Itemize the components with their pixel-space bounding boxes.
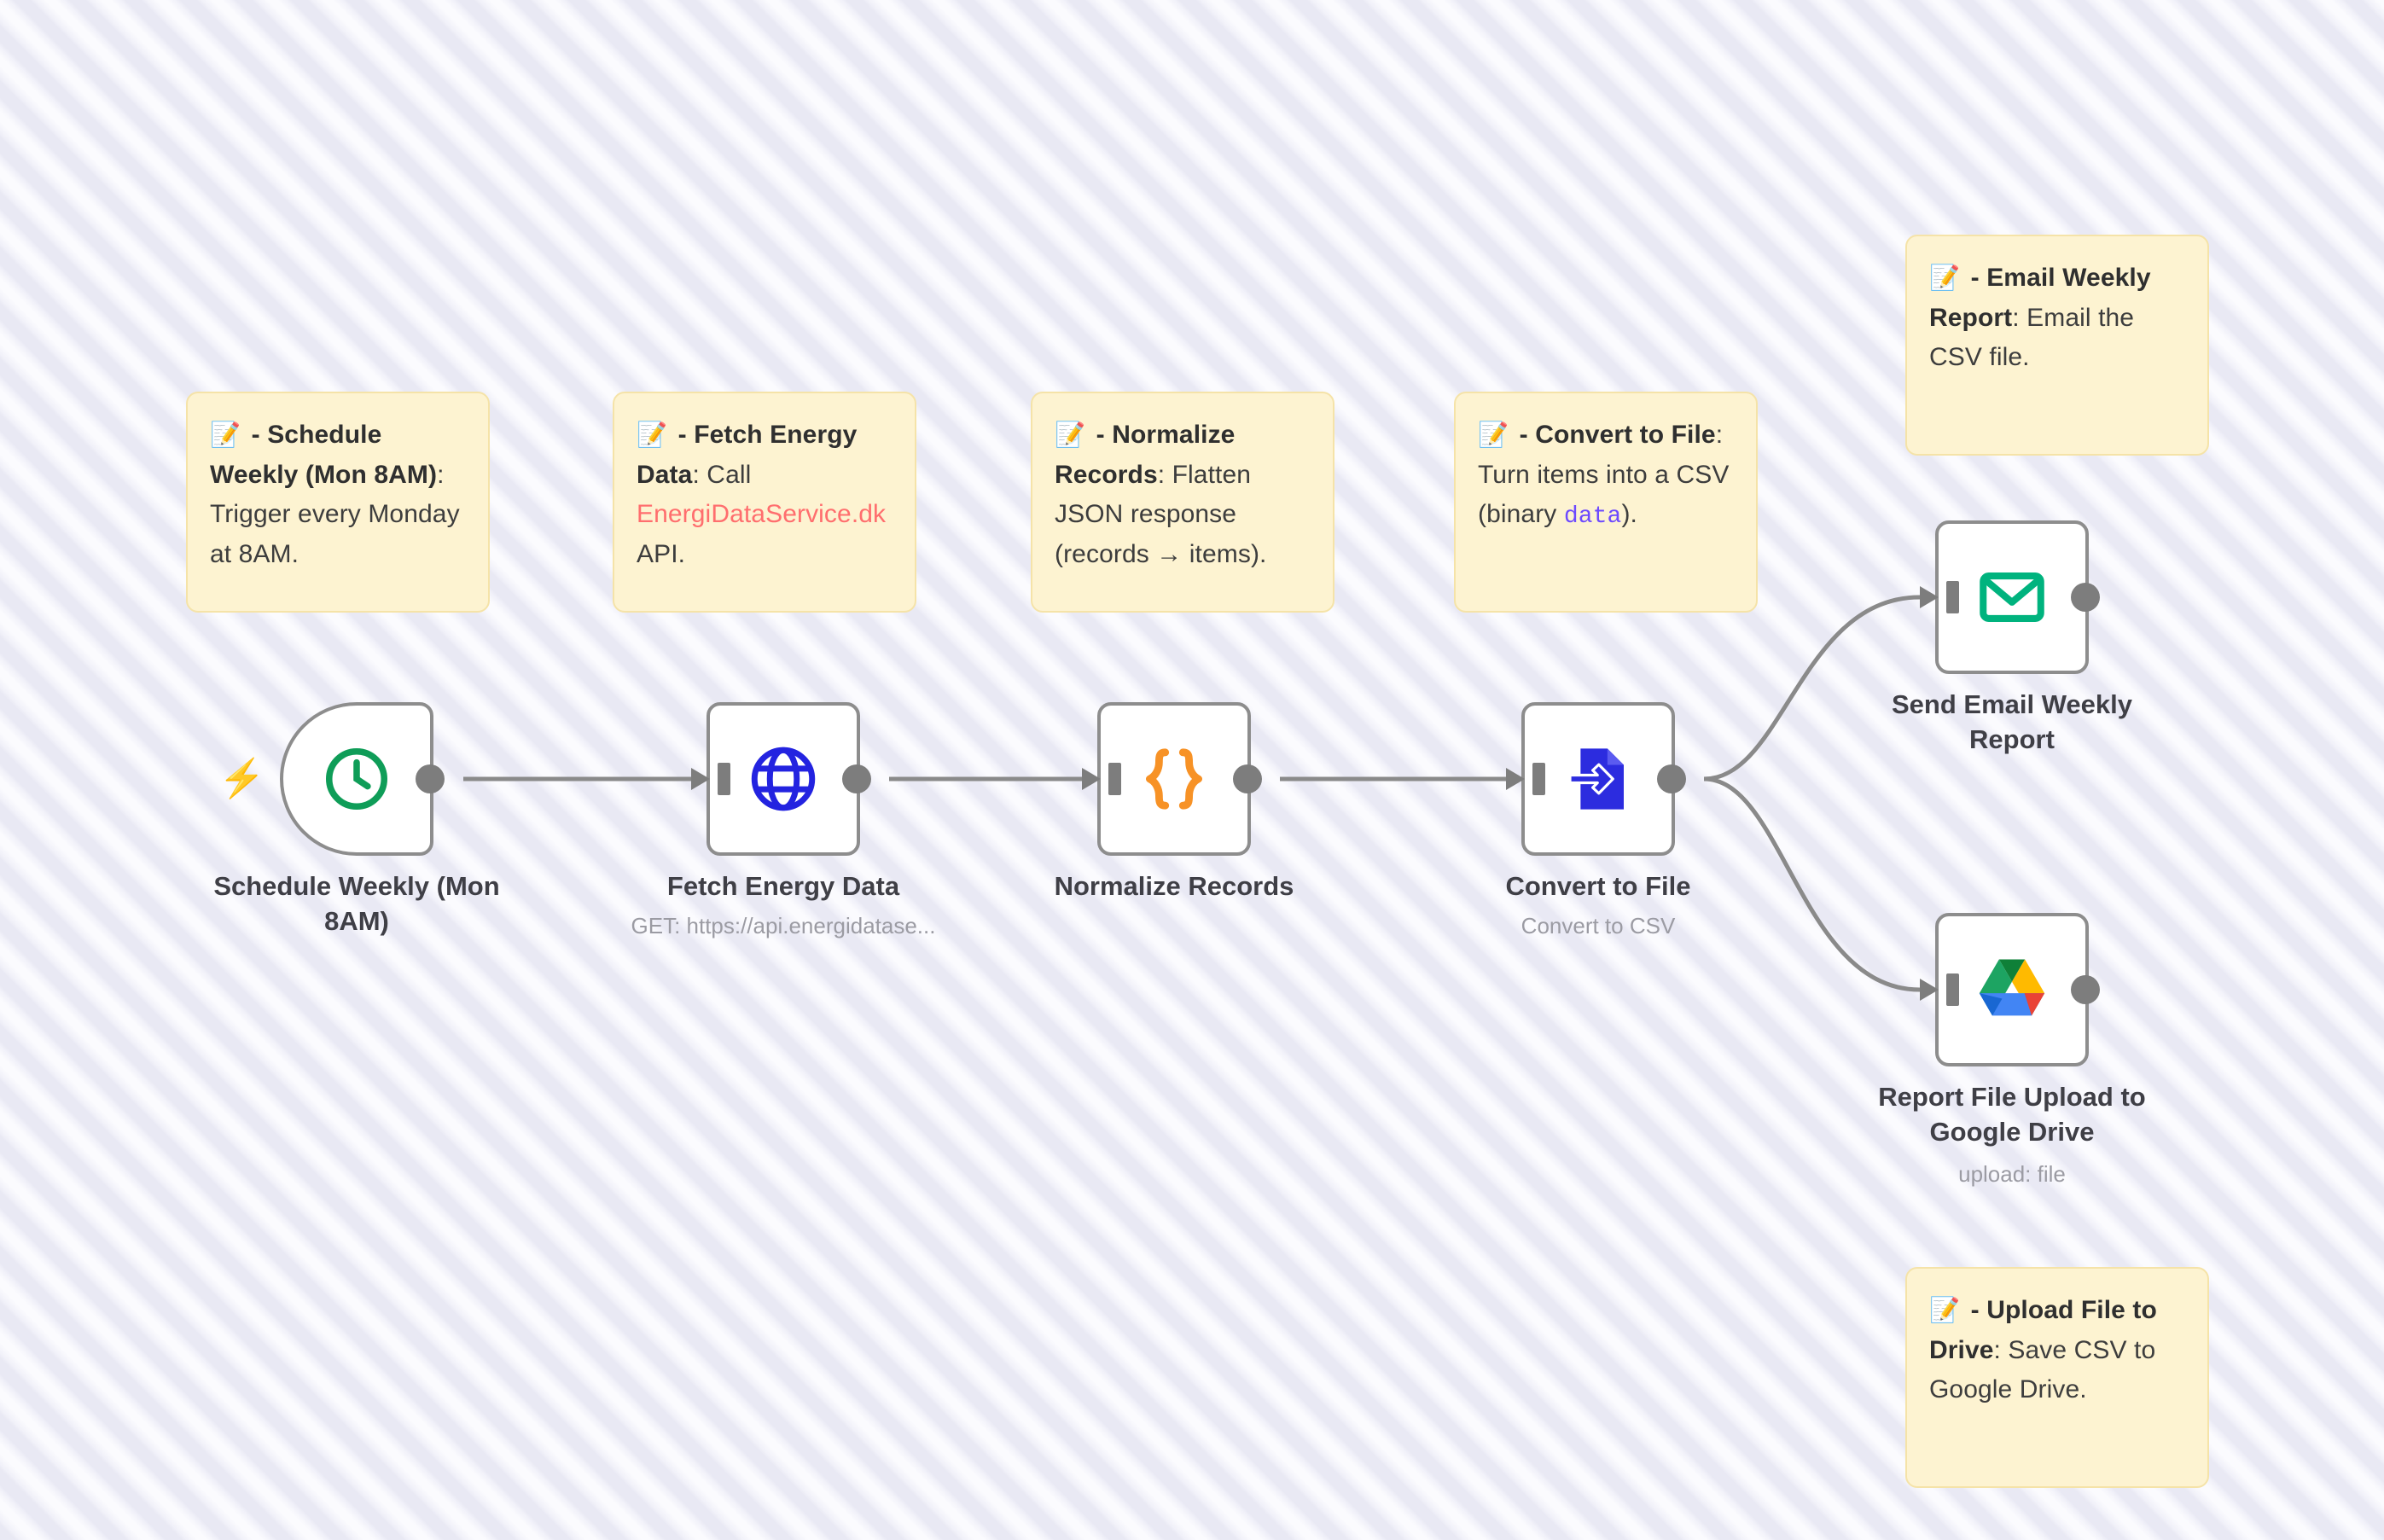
sticky-note-title: - Normalize Records <box>1055 421 1236 489</box>
output-connector[interactable] <box>842 764 871 793</box>
sticky-note-title: - Convert to File <box>1512 421 1716 449</box>
envelope-icon <box>1980 572 2044 622</box>
sticky-note-title: - Upload File to Drive <box>1929 1296 2157 1364</box>
memo-icon: 📝 <box>210 421 241 449</box>
node-subtitle: Convert to CSV <box>1521 913 1676 939</box>
input-arrow-icon <box>691 768 710 790</box>
sticky-note-email[interactable]: 📝 - Email Weekly Report: Email the CSV f… <box>1905 235 2209 456</box>
sticky-note-body-tail: API. <box>637 539 686 568</box>
node-body[interactable] <box>1920 520 2100 674</box>
input-arrow-icon <box>1920 979 1939 1001</box>
node-body[interactable]: ⚡ <box>218 702 445 856</box>
sticky-note-body: : Call <box>692 460 752 489</box>
node-title: Fetch Energy Data <box>666 871 900 901</box>
node-title: Send Email Weekly Report <box>1892 689 2132 754</box>
lightning-bolt-icon: ⚡ <box>218 758 265 799</box>
input-arrow-icon <box>1506 768 1525 790</box>
input-arrow-icon <box>1082 768 1101 790</box>
memo-icon: 📝 <box>1929 1297 1961 1324</box>
sticky-note-title: - Email Weekly Report <box>1929 264 2151 332</box>
node-body[interactable] <box>1506 702 1686 856</box>
node-code[interactable]: Normalize Records <box>1055 702 1294 901</box>
node-title: Normalize Records <box>1054 871 1294 901</box>
sticky-note-link[interactable]: EnergiDataService.dk <box>637 500 887 528</box>
output-connector[interactable] <box>1233 764 1262 793</box>
node-convert-to-file[interactable]: Convert to File Convert to CSV <box>1505 702 1691 939</box>
curly-braces-icon <box>1146 748 1202 810</box>
globe-icon <box>751 747 816 811</box>
sticky-note-title: - Schedule Weekly (Mon 8AM) <box>210 421 438 489</box>
sticky-note-body: : Save CSV to Google Drive. <box>1929 1335 2156 1404</box>
sticky-note-upload[interactable]: 📝 - Upload File to Drive: Save CSV to Go… <box>1905 1267 2209 1488</box>
input-arrow-icon <box>1920 586 1939 608</box>
node-send-email[interactable]: Send Email Weekly Report <box>1892 520 2132 754</box>
input-bar <box>1946 973 1959 1006</box>
sticky-note-convert[interactable]: 📝 - Convert to File: Turn items into a C… <box>1454 392 1758 613</box>
input-bar <box>1108 763 1121 795</box>
file-import-icon <box>1568 748 1624 810</box>
output-connector[interactable] <box>1657 764 1686 793</box>
node-google-drive[interactable]: Report File Upload to Google Drive uploa… <box>1878 913 2146 1187</box>
memo-icon: 📝 <box>1929 264 1961 292</box>
sticky-note-body-tail: ). <box>1621 500 1637 528</box>
node-subtitle: GET: https://api.energidatase... <box>631 913 936 939</box>
node-title: Convert to File <box>1505 871 1691 901</box>
node-body[interactable] <box>1082 702 1262 856</box>
sticky-note-code: data <box>1563 503 1622 530</box>
memo-icon: 📝 <box>1478 421 1509 449</box>
sticky-note-schedule[interactable]: 📝 - Schedule Weekly (Mon 8AM): Trigger e… <box>186 392 490 613</box>
sticky-note-normalize[interactable]: 📝 - Normalize Records: Flatten JSON resp… <box>1031 392 1334 613</box>
input-bar <box>1946 581 1959 613</box>
input-connector[interactable] <box>1920 973 1959 1006</box>
input-connector[interactable] <box>691 763 730 795</box>
node-http-request[interactable]: Fetch Energy Data GET: https://api.energ… <box>631 702 935 939</box>
node-title: Report File Upload to Google Drive <box>1878 1082 2146 1147</box>
input-connector[interactable] <box>1506 763 1545 795</box>
sticky-note-title: - Fetch Energy Data <box>637 421 858 489</box>
node-subtitle: upload: file <box>1958 1161 2066 1187</box>
node-body[interactable] <box>691 702 871 856</box>
sticky-note-body: : Flatten JSON response (records → items… <box>1055 460 1267 568</box>
sticky-note-fetch[interactable]: 📝 - Fetch Energy Data: Call EnergiDataSe… <box>613 392 916 613</box>
output-connector[interactable] <box>416 764 445 793</box>
node-title: Schedule Weekly (Mon 8AM) <box>213 871 500 936</box>
memo-icon: 📝 <box>637 421 668 449</box>
output-connector[interactable] <box>2071 583 2100 612</box>
input-connector[interactable] <box>1082 763 1121 795</box>
node-schedule-trigger[interactable]: ⚡ Schedule Weekly (Mon 8AM) <box>213 702 500 936</box>
input-bar <box>718 763 730 795</box>
google-drive-icon <box>1979 959 2045 1016</box>
memo-icon: 📝 <box>1055 421 1086 449</box>
node-body[interactable] <box>1920 913 2100 1066</box>
input-connector[interactable] <box>1920 581 1959 613</box>
sticky-note-body: : Trigger every Monday at 8AM. <box>210 460 460 568</box>
input-bar <box>1532 763 1545 795</box>
sticky-note-body: : Turn items into a CSV (binary <box>1478 421 1730 528</box>
sticky-note-body: : Email the CSV file. <box>1929 303 2135 372</box>
output-connector[interactable] <box>2071 975 2100 1004</box>
clock-icon <box>325 747 388 811</box>
